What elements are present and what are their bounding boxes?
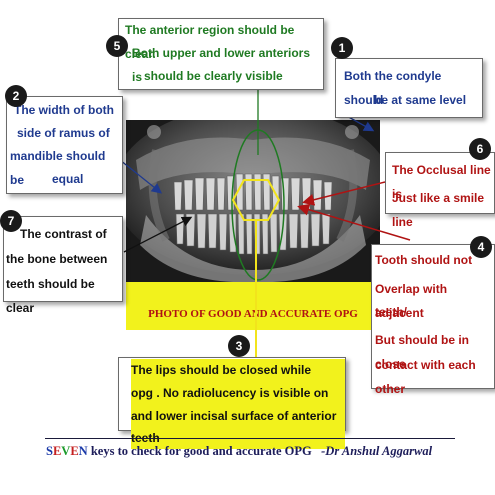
- callout-7-line3: teeth should be clear: [6, 277, 95, 315]
- arrow-7: [123, 216, 193, 253]
- callout-box-1: Both the condyle should be at same level: [335, 58, 483, 118]
- footer-divider: [45, 438, 455, 439]
- incisor-hexagon: [231, 179, 281, 221]
- callout-7-line2: the bone between: [6, 252, 108, 266]
- callout-box-6: The Occlusal line is Just like a smile l…: [385, 152, 495, 229]
- seven-letter: E: [70, 444, 79, 458]
- footer-text: keys to check for good and accurate OPG: [87, 444, 312, 458]
- seven-letter: N: [78, 444, 88, 458]
- callout-6-line2: Just like a smile line: [392, 191, 485, 229]
- arrow-6: [302, 181, 386, 206]
- callout-box-3: The lips should be closed while shooting…: [118, 357, 346, 449]
- callout-3-line3: and lower incisal surface of anterior te…: [131, 405, 345, 449]
- seven-letter: S: [46, 444, 53, 458]
- callout-4-line5: contact with each other: [375, 358, 476, 396]
- seven-letter: E: [52, 444, 62, 458]
- anterior-region-ellipse: [231, 129, 285, 281]
- number-badge-2: 2: [5, 85, 27, 107]
- number-badge-6: 6: [469, 138, 491, 160]
- callout-4-line1: Tooth should not: [375, 253, 473, 267]
- callout-2-line3: mandible should be: [10, 149, 106, 187]
- caption-highlight: PHOTO OF GOOD AND ACCURATE OPG: [126, 282, 380, 330]
- arrow-4: [297, 203, 411, 241]
- callout-box-7: The contrast of the bone between teeth s…: [3, 216, 123, 315]
- callout-5-line2: Both upper and lower anteriors is: [132, 46, 311, 84]
- callout-5-line3: should be clearly visible: [144, 69, 283, 83]
- footer-seven-word: SEVEN: [46, 444, 88, 458]
- callout-1-line1: Both the condyle should: [344, 69, 442, 107]
- callout-6-line1: The Occlusal line is: [392, 163, 491, 201]
- callout-4-line4: But should be in close: [375, 333, 469, 371]
- number-badge-3: 3: [228, 335, 250, 357]
- footer-caption: SEVEN keys to check for good and accurat…: [46, 444, 432, 459]
- arrow-2: [119, 159, 163, 194]
- callout-box-4: Tooth should not Overlap with adjacent t…: [371, 244, 495, 396]
- number-badge-7: 7: [0, 210, 22, 232]
- footer-author: -Dr Anshul Aggarwal: [321, 444, 433, 458]
- callout-5-line1: The anterior region should be clear.: [125, 23, 295, 61]
- callout-4-line2: Overlap with adjacent: [375, 282, 448, 320]
- callout-1-line2: be at same level: [374, 93, 467, 107]
- opg-xray-image: [126, 120, 380, 282]
- number-badge-5: 5: [106, 35, 128, 57]
- callout-box-5: The anterior region should be clear. Bot…: [118, 18, 324, 90]
- number-badge-4: 4: [470, 236, 492, 258]
- number-badge-1: 1: [331, 37, 353, 59]
- callout-box-2: The width of both side of ramus of mandi…: [6, 96, 123, 194]
- callout-2-line1: The width of both: [14, 103, 114, 117]
- seven-letter: V: [61, 444, 71, 458]
- image-caption: PHOTO OF GOOD AND ACCURATE OPG: [148, 308, 358, 320]
- callout-4-line3: teeth/: [375, 305, 408, 319]
- callout-2-line4: equal: [52, 172, 84, 186]
- callout-7-line1: The contrast of: [20, 227, 107, 241]
- callout-2-line2: side of ramus of: [17, 126, 110, 140]
